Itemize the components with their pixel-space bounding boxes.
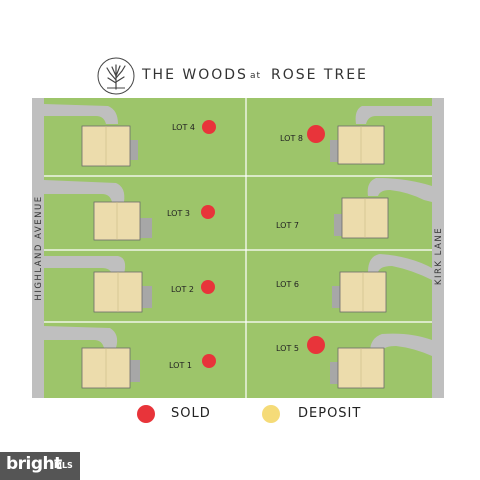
house-lot-5: [330, 347, 385, 389]
lot-6-label: LOT 6: [276, 280, 299, 289]
lot-4-sold-marker: [202, 120, 216, 134]
lot-5-sold-marker: [307, 336, 325, 354]
sold-dot-icon: [137, 405, 155, 423]
lot-2-label: LOT 2: [171, 285, 194, 294]
brightmls-watermark: bright MLS: [0, 452, 80, 480]
house-lot-1: [81, 347, 140, 389]
house-lot-3: [93, 201, 152, 241]
lot-8-label: LOT 8: [280, 134, 303, 143]
title-row: THE WOODS at ROSE TREE: [0, 56, 480, 96]
house-lot-7: [334, 197, 389, 239]
deposit-dot-icon: [262, 405, 280, 423]
lot-2-sold-marker: [201, 280, 215, 294]
lot-lines: [44, 98, 432, 398]
houses: [81, 125, 389, 389]
house-lot-6: [332, 271, 387, 313]
lot-5-label: LOT 5: [276, 344, 299, 353]
lot-7-label: LOT 7: [276, 221, 299, 230]
lot-3-label: LOT 3: [167, 209, 190, 218]
legend-sold-label: SOLD: [171, 406, 211, 421]
legend-deposit-label: DEPOSIT: [298, 406, 362, 421]
house-lot-2: [93, 271, 152, 313]
house-lot-4: [81, 125, 138, 167]
title-part-3: ROSE TREE: [271, 67, 368, 83]
driveways: [44, 104, 432, 356]
lot-3-sold-marker: [201, 205, 215, 219]
legend-sold: SOLD: [137, 404, 227, 424]
legend-deposit: DEPOSIT: [262, 404, 372, 424]
highland-avenue-road: [32, 98, 44, 398]
watermark-suffix: MLS: [54, 461, 73, 470]
house-lot-8: [330, 125, 385, 165]
watermark-brand: bright: [6, 454, 62, 474]
lot-1-sold-marker: [202, 354, 216, 368]
lot-1-label: LOT 1: [169, 361, 192, 370]
title-part-2: at: [250, 71, 262, 81]
lot-4-label: LOT 4: [172, 123, 195, 132]
kirk-lane-road: [432, 98, 444, 398]
status-markers: [201, 120, 325, 368]
highland-avenue-label: HIGHLAND AVENUE: [34, 195, 44, 300]
lot-8-sold-marker: [307, 125, 325, 143]
kirk-lane-label: KIRK LANE: [434, 227, 444, 285]
title-part-1: THE WOODS: [142, 67, 248, 83]
tree-logo-icon: [97, 57, 135, 95]
